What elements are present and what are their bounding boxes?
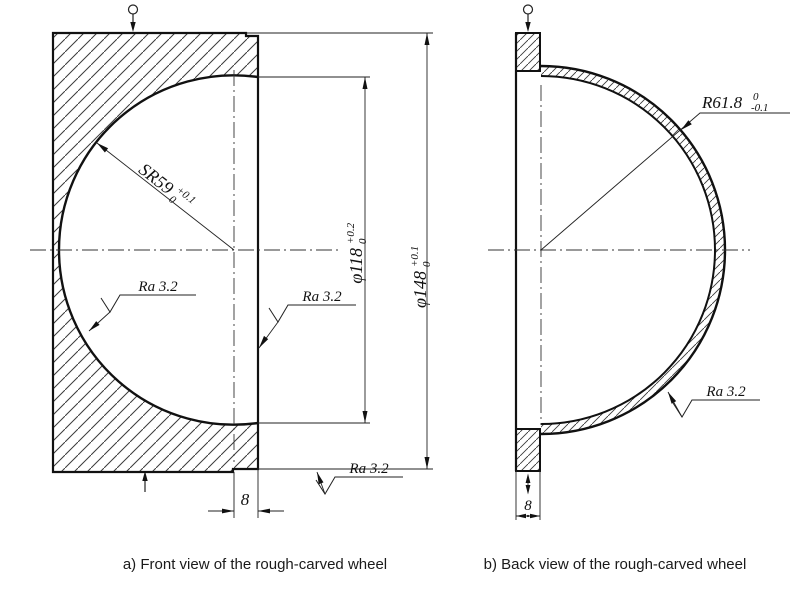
dim-arrow-down (525, 485, 531, 495)
phi118-tol-lower: 0 (357, 238, 369, 244)
dim-arrow-down (362, 411, 368, 423)
leader-arrow (89, 321, 100, 331)
r618-tol-lower: -0.1 (751, 102, 768, 114)
dim-arrow-up (525, 473, 531, 483)
locating-pin-icon (127, 4, 139, 32)
support-arrow-icon (142, 471, 148, 492)
r618-label: R61.8 (701, 93, 743, 112)
technical-drawing-canvas: SR59 +0.1 0 φ118 +0.2 0 φ148 (30, 4, 790, 520)
ra-value: Ra 3.2 (137, 279, 178, 295)
dim-arrow-right (222, 508, 234, 514)
r618-dimension: R61.8 0 -0.1 (540, 91, 790, 251)
surface-roughness-outer: Ra 3.2 (315, 461, 403, 495)
phi148-dimension: φ148 +0.1 0 (246, 32, 433, 470)
shell-inner-arc (540, 75, 716, 425)
phi148-label: φ148 (410, 271, 430, 308)
caption-back-view: b) Back view of the rough-carved wheel (483, 556, 747, 573)
surface-roughness-sphere: Ra 3.2 (88, 279, 196, 332)
phi118-dimension: φ118 +0.2 0 (258, 76, 370, 424)
dim-arrow-up (362, 77, 368, 89)
dim-arrow-down (424, 457, 430, 469)
ra-value: Ra 3.2 (705, 384, 746, 400)
rim-thickness-value: 8 (524, 498, 532, 514)
surface-roughness-shell: Ra 3.2 (667, 384, 760, 418)
ra-value: Ra 3.2 (348, 461, 389, 477)
ra-value: Ra 3.2 (301, 289, 342, 305)
r618-tol-upper: 0 (753, 91, 759, 103)
rim-flange-bottom (515, 428, 541, 472)
spherical-cavity (59, 75, 409, 425)
caption-front-view: a) Front view of the rough-carved wheel (122, 556, 388, 573)
phi148-tol-upper: +0.1 (409, 246, 421, 267)
dim-arrow-right (530, 513, 540, 519)
wall-thickness-dimension: 8 (208, 469, 284, 518)
surface-roughness-face: Ra 3.2 (258, 289, 356, 349)
leader-arrow (681, 120, 692, 130)
leader-arrow (317, 472, 324, 485)
dim-dot (526, 514, 530, 518)
phi118-label: φ118 (346, 248, 366, 284)
rim-thickness-dimension: 8 (515, 471, 541, 520)
locating-pin-icon (522, 4, 534, 32)
leader-arrow (259, 335, 269, 348)
rim-flange-top (515, 32, 541, 72)
front-view-drawing: SR59 +0.1 0 φ118 +0.2 0 φ148 (30, 4, 433, 518)
phi148-tol-lower: 0 (421, 261, 433, 267)
leader-arrow (668, 392, 677, 404)
back-view-drawing: R61.8 0 -0.1 Ra 3.2 8 (488, 4, 790, 520)
wall-thickness-value: 8 (241, 490, 250, 509)
phi118-tol-upper: +0.2 (345, 222, 357, 244)
dim-arrow-left (516, 513, 526, 519)
dim-arrow-left (258, 508, 270, 514)
leader-arrow (97, 143, 109, 153)
dim-arrow-up (424, 33, 430, 45)
